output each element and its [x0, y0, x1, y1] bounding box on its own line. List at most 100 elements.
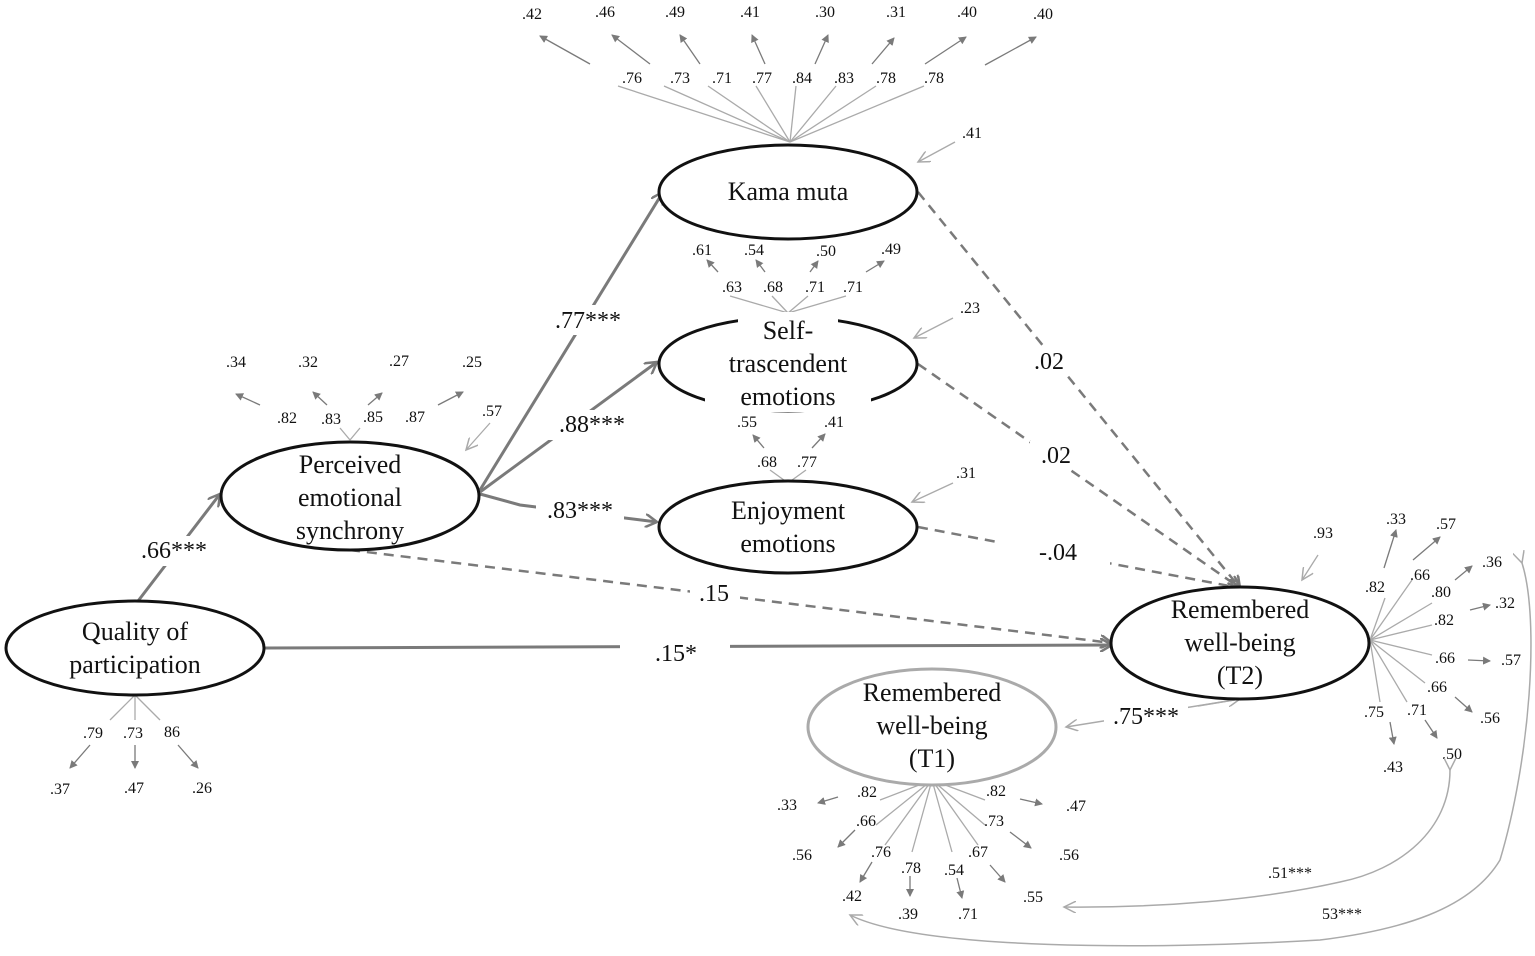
- kama-muta-indicators: [617, 85, 925, 143]
- t1-error-5: .71: [958, 906, 978, 923]
- kama-error-4: .41: [740, 4, 760, 21]
- t1-error-arrow-5: [956, 877, 965, 899]
- enjoy-error-2: .41: [824, 414, 844, 431]
- enjoy-error-arrow-2: [811, 433, 826, 449]
- sync-error-arrow-4: [437, 391, 464, 406]
- kama-residual: .41: [962, 125, 982, 142]
- enjoy-error-1: .55: [737, 414, 757, 431]
- kama-loading-3: .71: [712, 70, 732, 87]
- node-enjoyment: Enjoyment emotions: [657, 479, 919, 575]
- self-error-arrow-2: [755, 259, 766, 273]
- t2-loading-1: .82: [1365, 579, 1385, 596]
- t1-loading-4: .78: [901, 860, 921, 877]
- self-residual-arrow: [914, 317, 954, 338]
- kama-error-8: .40: [1033, 6, 1053, 23]
- node-t2-label-1: Remembered: [1171, 595, 1310, 624]
- t1-loading-6: .67: [968, 844, 988, 861]
- label-kama-to-t2: .02: [1034, 349, 1064, 375]
- sync-loading-1: .82: [277, 410, 297, 427]
- label-self-to-t2: .02: [1041, 443, 1071, 469]
- kama-error-arrow-1: [539, 35, 591, 65]
- node-t1-label-3: (T1): [909, 744, 955, 773]
- quality-loading-1: .79: [83, 725, 103, 742]
- node-t1-label-2: well-being: [876, 711, 987, 740]
- t1-error-3: .42: [842, 888, 862, 905]
- enjoy-loading-1: .68: [757, 454, 777, 471]
- self-residual: .23: [960, 300, 980, 317]
- t2-error-2: .57: [1436, 516, 1456, 533]
- t2-residual: .93: [1313, 525, 1333, 542]
- kama-error-arrow-3: [679, 34, 701, 65]
- sync-loading-3: .85: [363, 409, 383, 426]
- self-line-3: [787, 295, 809, 314]
- kama-error-arrow-5: [814, 34, 829, 65]
- label-covariance-lower: 53***: [1322, 906, 1362, 923]
- kama-error-arrow-7: [924, 36, 967, 65]
- kama-line-5: [789, 85, 797, 143]
- self-error-2: .54: [744, 242, 764, 259]
- self-error-1: .61: [692, 242, 712, 259]
- t1-error-arrow-6: [989, 864, 1006, 883]
- covariance-curve-upper: [1064, 770, 1450, 907]
- self-loading-4: .71: [843, 279, 863, 296]
- t1-loading-1: .82: [857, 784, 877, 801]
- kama-line-6: [789, 85, 837, 143]
- node-quality: Quality of participation: [4, 599, 266, 697]
- quality-line-3: [134, 694, 161, 721]
- t2-error-arrow-2: [1412, 536, 1441, 561]
- node-remembered-t2: Remembered well-being (T2): [1109, 585, 1371, 701]
- covariance-curve-lower: [850, 563, 1532, 947]
- t1-error-arrow-2: [837, 829, 856, 848]
- kama-loading-5: .84: [792, 70, 812, 87]
- t2-error-arrow-5: [1467, 656, 1491, 665]
- enjoy-loading-2: .77: [797, 454, 817, 471]
- sync-loading-4: .87: [405, 409, 425, 426]
- kama-line-2: [663, 85, 791, 143]
- t1-error-arrow-8: [1019, 798, 1043, 807]
- t2-residual-arrow: [1302, 554, 1319, 580]
- t1-error-8: .47: [1066, 798, 1086, 815]
- path-synchrony-to-kama: [478, 192, 663, 491]
- t1-loading-2: .66: [856, 813, 876, 830]
- node-t2-label-3: (T2): [1217, 661, 1263, 690]
- node-self-label-1: Self-: [763, 316, 814, 345]
- kama-line-3: [707, 85, 791, 143]
- kama-line-7: [789, 85, 877, 143]
- t2-error-5: .57: [1501, 652, 1521, 669]
- t1-error-7: .56: [1059, 847, 1079, 864]
- self-error-3: .50: [816, 243, 836, 260]
- kama-line-4: [755, 85, 791, 143]
- kama-loading-6: .83: [834, 70, 854, 87]
- t2-error-arrow-8: [1388, 721, 1397, 745]
- sync-error-4: .25: [462, 354, 482, 371]
- kama-residual-arrow: [918, 141, 956, 162]
- kama-error-arrow-8: [984, 36, 1037, 66]
- sync-line-1: [339, 427, 351, 441]
- kama-loading-2: .73: [670, 70, 690, 87]
- path-kama-to-t2: [917, 191, 1240, 588]
- node-t2-label-2: well-being: [1184, 628, 1295, 657]
- enjoy-residual: .31: [956, 465, 976, 482]
- t2-error-arrow-1: [1383, 529, 1398, 569]
- node-sync-label-3: synchrony: [296, 516, 404, 545]
- kama-line-8: [789, 85, 925, 143]
- t2-loading-7: .71: [1407, 702, 1427, 719]
- self-error-arrow-3: [809, 260, 819, 273]
- self-loading-3: .71: [805, 279, 825, 296]
- node-sync-label-1: Perceived: [299, 450, 402, 479]
- node-sync-label-2: emotional: [298, 483, 402, 512]
- node-enjoy-label-2: emotions: [740, 529, 835, 558]
- t2-line-1: [1369, 597, 1386, 641]
- label-synchrony-to-kama: .77***: [555, 308, 621, 334]
- t1-loading-3: .76: [871, 844, 891, 861]
- node-self-label-3: emotions: [740, 382, 835, 411]
- enjoy-error-arrow-1: [752, 434, 765, 449]
- label-t1-to-t2: .75***: [1113, 704, 1179, 730]
- kama-error-arrow-4: [751, 34, 766, 65]
- node-self-transcendent: Self- trascendent emotions: [657, 312, 919, 413]
- t2-loading-3: .80: [1431, 584, 1451, 601]
- sync-error-3: .27: [389, 353, 409, 370]
- quality-line-1: [109, 694, 136, 721]
- label-enjoy-to-t2: -.04: [1039, 540, 1077, 566]
